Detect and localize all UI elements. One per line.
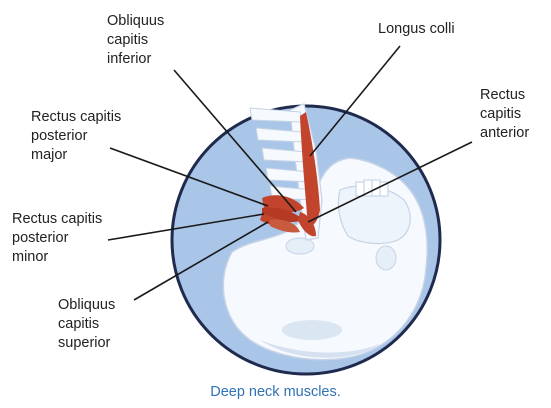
label-rectus-capitis-posterior-minor: Rectus capitis posterior minor [12,210,102,267]
label-rectus-capitis-anterior: Rectus capitis anterior [480,86,529,143]
label-longus-colli: Longus colli [378,20,455,39]
label-obliquus-capitis-superior: Obliquus capitis superior [58,296,115,353]
figure-caption: Deep neck muscles. [0,384,551,400]
label-obliquus-capitis-inferior: Obliquus capitis inferior [107,12,164,69]
label-rectus-capitis-posterior-major: Rectus capitis posterior major [31,108,121,165]
